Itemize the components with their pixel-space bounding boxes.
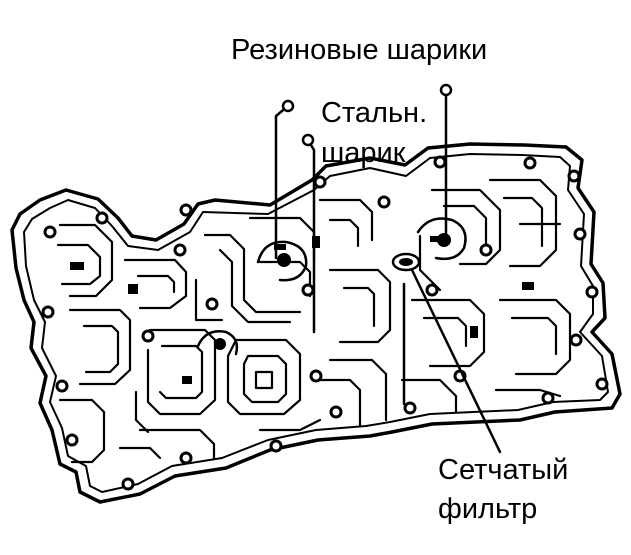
rubber-ball-pocket-left: [256, 240, 308, 282]
leader-rubber-left: [274, 104, 290, 260]
strainer-oval: [391, 252, 421, 272]
rubber-ball-pocket-right: [416, 217, 467, 261]
channel-pads: [70, 236, 534, 384]
rubber-ball-left: [277, 253, 291, 267]
leader-steel-end: [301, 133, 315, 147]
label-strainer-line1: Сетчатый: [438, 454, 569, 486]
leader-steel: [306, 138, 316, 334]
valve-body-plate-inner-outline: [23, 153, 609, 493]
label-steel-ball-line1: Стальн.: [321, 97, 428, 129]
label-steel-ball-line2: шарик: [321, 137, 406, 169]
fluid-channels: [56, 178, 572, 464]
rubber-ball-right: [437, 233, 451, 247]
steel-ball: [214, 338, 226, 350]
bolt-holes: [41, 155, 609, 491]
leader-lines: [274, 83, 502, 454]
leader-rubber-left-end: [281, 99, 295, 113]
leader-strainer: [410, 268, 502, 454]
label-rubber-balls: Резиновые шарики: [231, 34, 488, 66]
leader-rubber-right-end: [439, 83, 453, 97]
strainer-mesh: [399, 258, 413, 266]
steel-ball-pocket: [196, 330, 239, 356]
label-strainer-line2: фильтр: [438, 493, 538, 525]
